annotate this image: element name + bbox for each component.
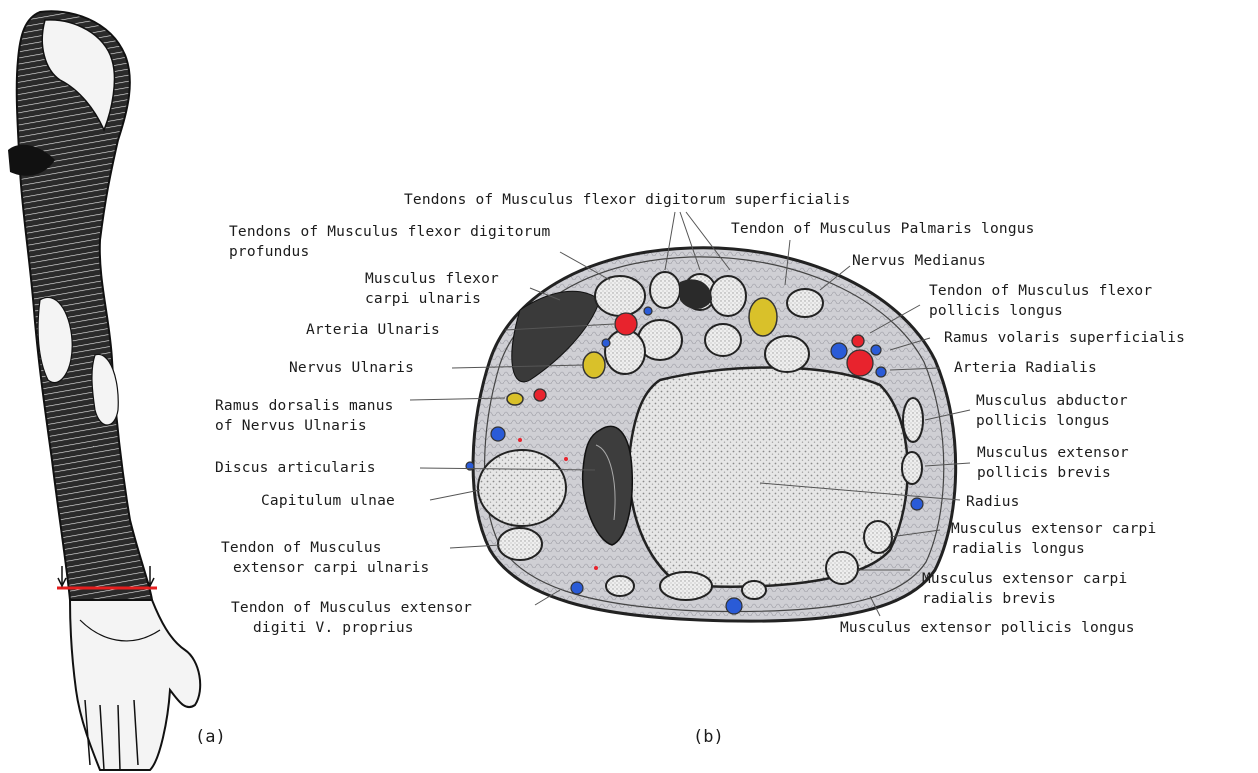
label-fcu-line1: Musculus flexor (365, 269, 499, 289)
label-fdp-line2: profundus (229, 242, 550, 262)
panel-b-caption: (b) (693, 727, 724, 747)
label-nervus-medianus: Nervus Medianus (852, 251, 986, 271)
label-fcu-line2: carpi ulnaris (365, 289, 499, 309)
panel-a-caption: (a) (195, 727, 226, 747)
label-palmaris-text: Tendon of Musculus Palmaris longus (731, 219, 1035, 239)
label-epb-line1: Musculus extensor (977, 443, 1129, 463)
label-epb-line2: pollicis brevis (977, 463, 1129, 483)
label-apl-line1: Musculus abductor (976, 391, 1128, 411)
label-apl-line2: pollicis longus (976, 411, 1128, 431)
label-arteria-radialis-text: Arteria Radialis (954, 358, 1097, 378)
label-fds-tendons-text: Tendons of Musculus flexor digitorum sup… (404, 190, 851, 210)
label-ecrl-line2: radialis longus (951, 539, 1156, 559)
label-arteria-radialis: Arteria Radialis (954, 358, 1097, 378)
label-capitulum: Capitulum ulnae (261, 491, 395, 511)
label-ecu: Tendon of Musculus extensor carpi ulnari… (221, 538, 429, 578)
label-ecrl-line1: Musculus extensor carpi (951, 519, 1156, 539)
label-edm: Tendon of Musculus extensor digiti V. pr… (231, 598, 472, 638)
label-nervus-ulnaris: Nervus Ulnaris (289, 358, 414, 378)
label-capitulum-text: Capitulum ulnae (261, 491, 395, 511)
label-fcu: Musculus flexor carpi ulnaris (365, 269, 499, 309)
label-ecu-line1: Tendon of Musculus (221, 538, 429, 558)
label-fpl-line1: Tendon of Musculus flexor (929, 281, 1152, 301)
label-discus-text: Discus articularis (215, 458, 376, 478)
label-ecrb-line1: Musculus extensor carpi (922, 569, 1127, 589)
label-nervus-ulnaris-text: Nervus Ulnaris (289, 358, 414, 378)
label-medianus-text: Nervus Medianus (852, 251, 986, 271)
label-ecrb: Musculus extensor carpi radialis brevis (922, 569, 1127, 609)
label-discus: Discus articularis (215, 458, 376, 478)
label-fpl: Tendon of Musculus flexor pollicis longu… (929, 281, 1152, 321)
label-ramus-volaris-text: Ramus volaris superficialis (944, 328, 1185, 348)
label-radius: Radius (966, 492, 1020, 512)
label-apl: Musculus abductor pollicis longus (976, 391, 1128, 431)
label-palmaris-longus: Tendon of Musculus Palmaris longus (731, 219, 1035, 239)
label-ramus-dorsalis: Ramus dorsalis manus of Nervus Ulnaris (215, 396, 394, 436)
label-fdp-tendons: Tendons of Musculus flexor digitorum pro… (229, 222, 550, 262)
label-epl-text: Musculus extensor pollicis longus (840, 618, 1135, 638)
label-edm-line1: Tendon of Musculus extensor (231, 598, 472, 618)
label-ecrb-line2: radialis brevis (922, 589, 1127, 609)
label-ramus-volaris: Ramus volaris superficialis (944, 328, 1185, 348)
label-ramus-dorsalis-line1: Ramus dorsalis manus (215, 396, 394, 416)
label-arteria-ulnaris: Arteria Ulnaris (306, 320, 440, 340)
label-ecrl: Musculus extensor carpi radialis longus (951, 519, 1156, 559)
label-ecu-line2: extensor carpi ulnaris (221, 558, 429, 578)
label-fds-tendons: Tendons of Musculus flexor digitorum sup… (404, 190, 851, 210)
arm-illustration (8, 11, 200, 770)
wrist-cross-section (466, 248, 956, 621)
label-arteria-ulnaris-text: Arteria Ulnaris (306, 320, 440, 340)
label-epb: Musculus extensor pollicis brevis (977, 443, 1129, 483)
label-radius-text: Radius (966, 492, 1020, 512)
label-ramus-dorsalis-line2: of Nervus Ulnaris (215, 416, 394, 436)
label-edm-line2: digiti V. proprius (231, 618, 472, 638)
label-fpl-line2: pollicis longus (929, 301, 1152, 321)
label-fdp-line1: Tendons of Musculus flexor digitorum (229, 222, 550, 242)
label-epl: Musculus extensor pollicis longus (840, 618, 1135, 638)
